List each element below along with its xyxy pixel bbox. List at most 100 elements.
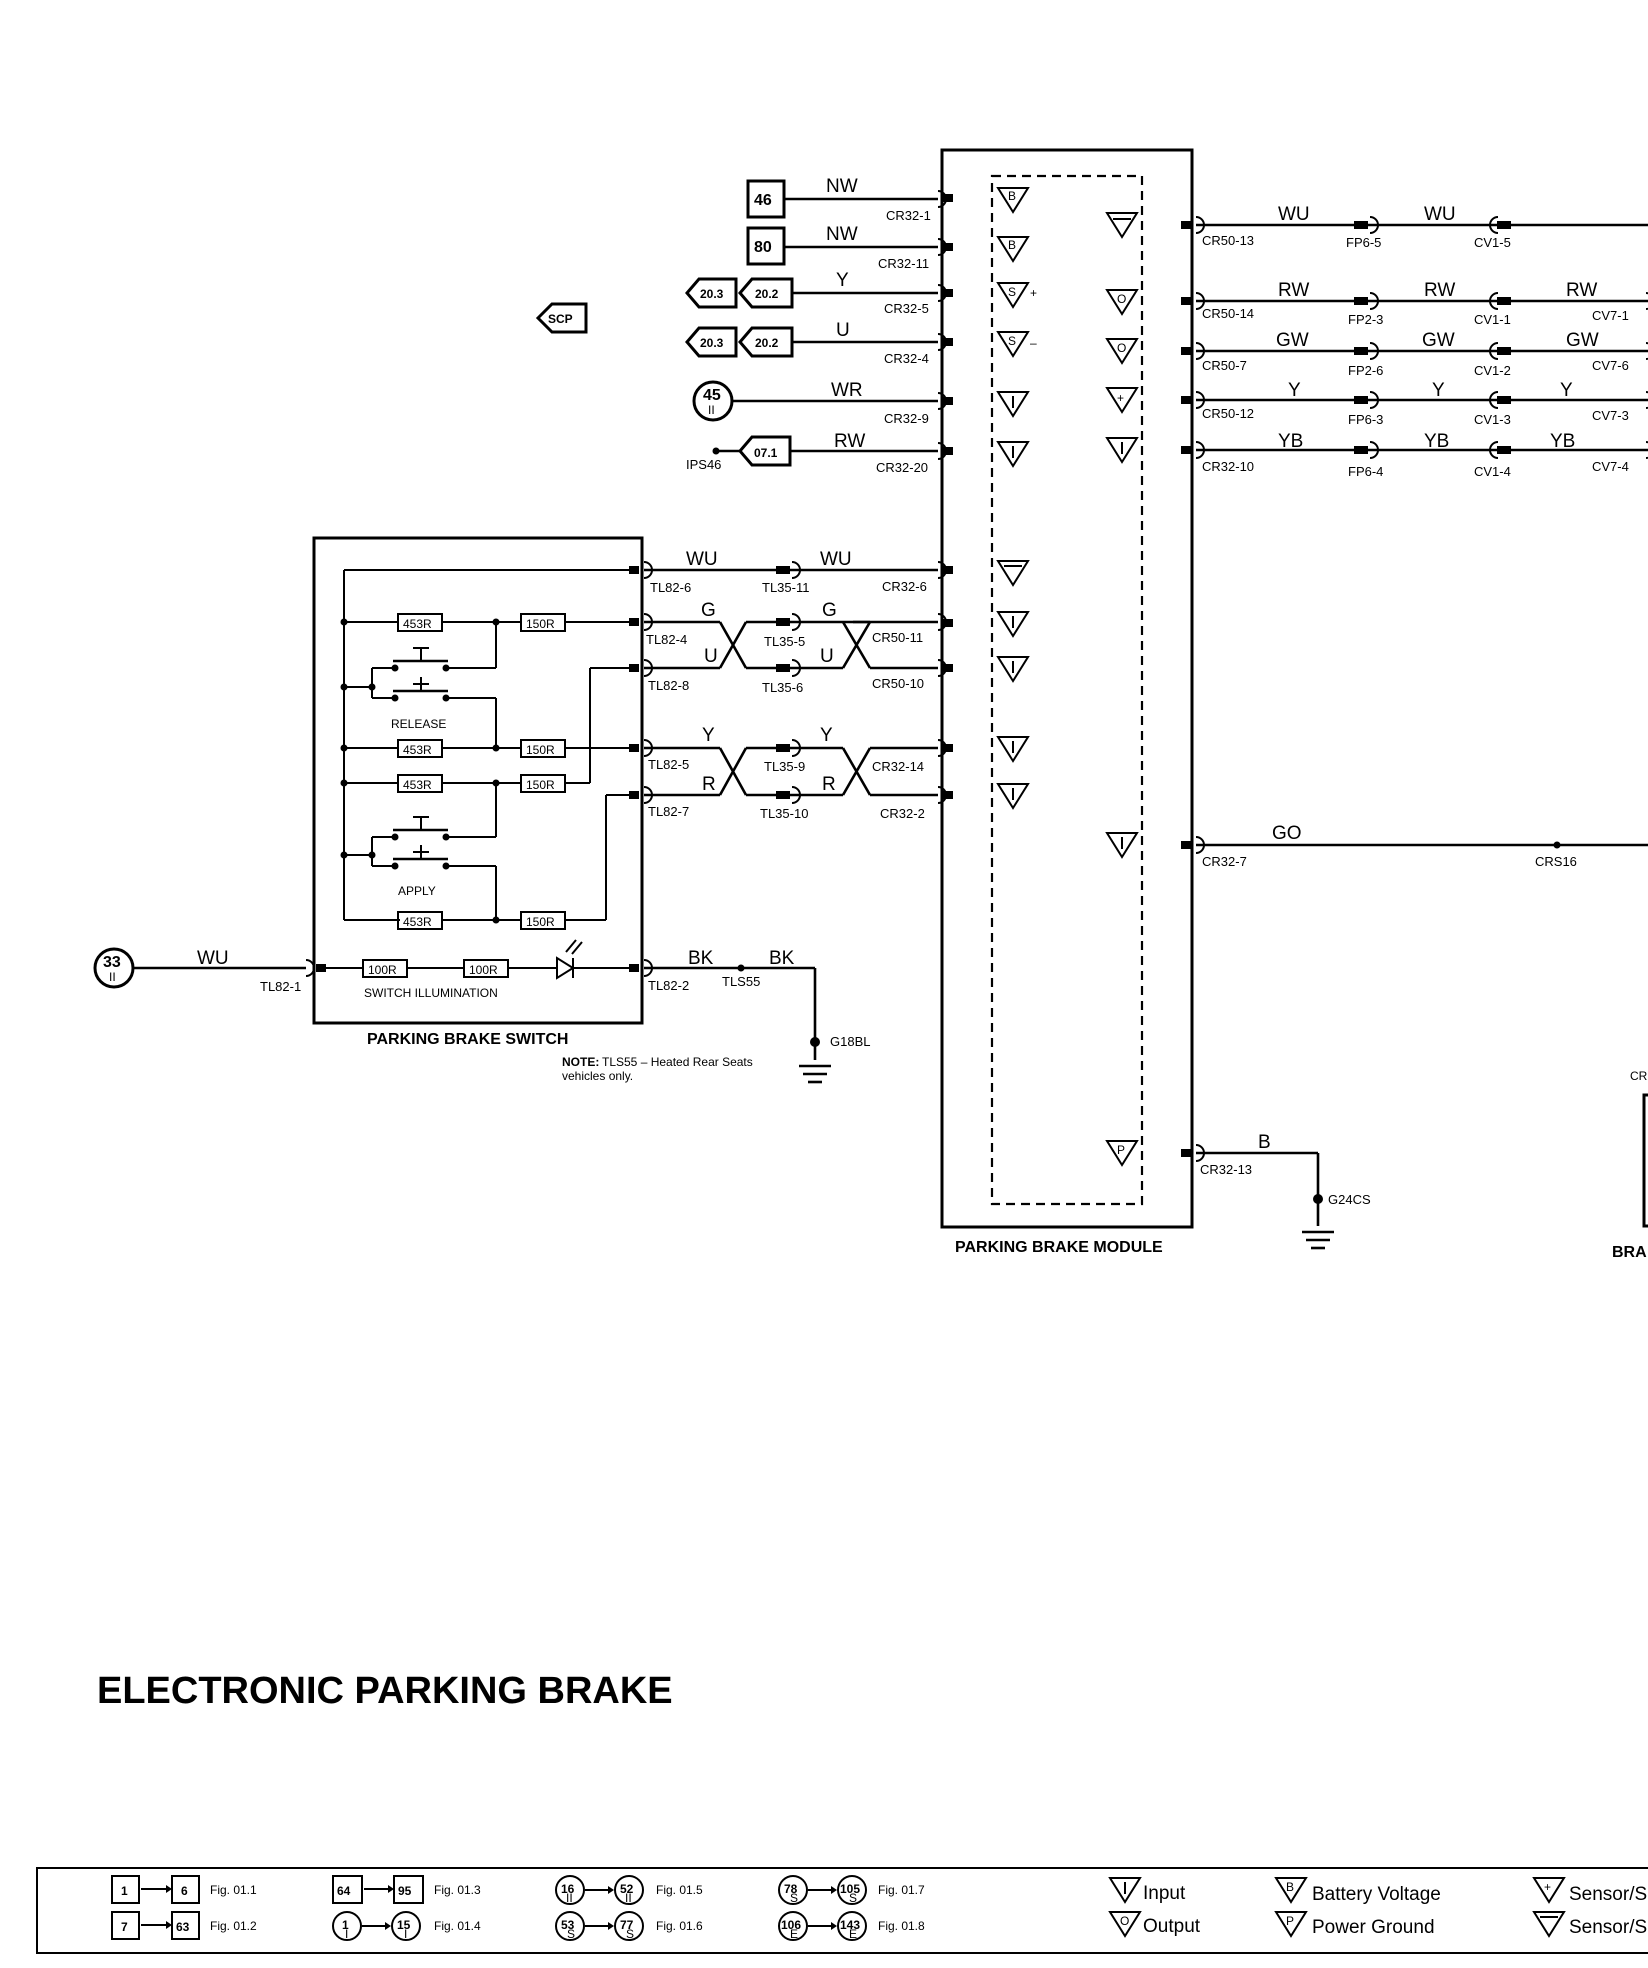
svg-text:453R: 453R — [403, 778, 432, 792]
svg-text:100R: 100R — [469, 963, 498, 977]
svg-text:7: 7 — [121, 1920, 128, 1934]
svg-text:TL82-2: TL82-2 — [648, 978, 689, 993]
svg-text:Y: Y — [1560, 380, 1573, 401]
svg-text:100R: 100R — [368, 963, 397, 977]
svg-text:33: 33 — [103, 954, 121, 971]
svg-text:TL35-6: TL35-6 — [762, 680, 803, 695]
svg-text:YB: YB — [1278, 431, 1303, 452]
svg-text:WU: WU — [820, 549, 852, 570]
svg-text:Y: Y — [820, 725, 833, 746]
svg-text:FP6-3: FP6-3 — [1348, 412, 1383, 427]
page-title: ELECTRONIC PARKING BRAKE — [97, 1670, 673, 1712]
svg-text:20.2: 20.2 — [755, 336, 779, 350]
svg-text:TL35-5: TL35-5 — [764, 634, 805, 649]
input-row-6: IPS46 07.1 RW CR32-20 — [686, 431, 947, 475]
svg-text:II: II — [109, 970, 116, 984]
svg-text:CR32-13: CR32-13 — [1200, 1162, 1252, 1177]
svg-text:BRA: BRA — [1612, 1244, 1647, 1261]
svg-text:CV1-2: CV1-2 — [1474, 363, 1511, 378]
output-row-5: YB YB YB CR32-10 FP6-4 CV1-4 CV7-4 — [1195, 431, 1648, 479]
module-right-pins — [1181, 221, 1191, 1157]
svg-text:CR32-9: CR32-9 — [884, 411, 929, 426]
svg-text:S: S — [849, 1891, 857, 1905]
svg-text:FP2-6: FP2-6 — [1348, 363, 1383, 378]
actuator-partial: CR BRA — [1612, 1069, 1648, 1261]
svg-text:NOTE:: NOTE: — [562, 1055, 599, 1069]
svg-text:R: R — [822, 774, 836, 795]
svg-text:CR32-5: CR32-5 — [884, 301, 929, 316]
svg-text:Y: Y — [836, 270, 849, 291]
note: NOTE: TLS55 – Heated Rear Seats vehicles… — [562, 1055, 753, 1083]
module-input-symbols: B B S + S – — [996, 187, 1037, 810]
svg-text:GW: GW — [1276, 330, 1309, 351]
module-left-pins — [943, 194, 953, 799]
output-row-2: RW RW RW CR50-14 FP2-3 CV1-1 CV7-1 — [1195, 280, 1648, 327]
switch-right-pins — [316, 566, 639, 972]
svg-text:O: O — [1120, 1914, 1129, 1928]
svg-text:150R: 150R — [526, 743, 555, 757]
svg-text:TL82-7: TL82-7 — [648, 804, 689, 819]
svg-text:20.3: 20.3 — [700, 287, 724, 301]
svg-text:Fig. 01.3: Fig. 01.3 — [434, 1883, 481, 1897]
svg-text:15: 15 — [397, 1918, 411, 1932]
svg-text:143: 143 — [840, 1918, 860, 1932]
svg-text:vehicles only.: vehicles only. — [562, 1069, 633, 1083]
svg-text:Fig. 01.2: Fig. 01.2 — [210, 1919, 257, 1933]
svg-text:GO: GO — [1272, 823, 1302, 844]
svg-text:P: P — [1286, 1914, 1294, 1928]
svg-text:II: II — [625, 1891, 632, 1905]
svg-text:WU: WU — [1278, 204, 1310, 225]
svg-text:GW: GW — [1566, 330, 1599, 351]
svg-text:105: 105 — [840, 1882, 860, 1896]
svg-text:TLS55 – Heated Rear Seats: TLS55 – Heated Rear Seats — [602, 1055, 753, 1069]
svg-text:WU: WU — [197, 948, 229, 969]
svg-text:+: + — [1117, 391, 1124, 405]
svg-text:II: II — [566, 1891, 573, 1905]
svg-text:CR50-14: CR50-14 — [1202, 306, 1254, 321]
svg-text:CV7-6: CV7-6 — [1592, 358, 1629, 373]
svg-text:U: U — [820, 646, 834, 667]
output-row-1: WU WU CR50-13 FP6-5 CV1-5 — [1195, 204, 1648, 250]
module-ground: B CR32-13 G24CS — [1195, 1132, 1371, 1250]
ref-46: 46 — [754, 192, 772, 209]
svg-text:CR32-20: CR32-20 — [876, 460, 928, 475]
svg-text:WU: WU — [1424, 204, 1456, 225]
ref-80: 80 — [754, 239, 772, 256]
svg-text:150R: 150R — [526, 617, 555, 631]
svg-text:Fig. 01.5: Fig. 01.5 — [656, 1883, 703, 1897]
svg-text:S: S — [567, 1927, 575, 1941]
svg-text:45: 45 — [703, 387, 721, 404]
svg-text:TL35-9: TL35-9 — [764, 759, 805, 774]
svg-text:FP2-3: FP2-3 — [1348, 312, 1383, 327]
svg-text:CV1-5: CV1-5 — [1474, 235, 1511, 250]
svg-text:RW: RW — [1566, 280, 1597, 301]
svg-text:GW: GW — [1422, 330, 1455, 351]
svg-text:CR50-13: CR50-13 — [1202, 233, 1254, 248]
svg-text:I: I — [404, 1927, 407, 1941]
svg-text:Sensor/S: Sensor/S — [1569, 1917, 1647, 1938]
svg-text:S: S — [790, 1891, 798, 1905]
svg-text:G24CS: G24CS — [1328, 1192, 1371, 1207]
svg-text:CR50-7: CR50-7 — [1202, 358, 1247, 373]
link-tl82-5: Y Y TL82-5 TL35-9 CR32-14 — [643, 725, 947, 796]
svg-text:Battery Voltage: Battery Voltage — [1312, 1884, 1441, 1905]
svg-text:106: 106 — [781, 1918, 801, 1932]
svg-text:63: 63 — [176, 1920, 190, 1934]
svg-text:WR: WR — [831, 380, 863, 401]
svg-text:150R: 150R — [526, 915, 555, 929]
svg-text:1: 1 — [342, 1918, 349, 1932]
module-label: PARKING BRAKE MODULE — [955, 1239, 1163, 1256]
svg-text:PARKING BRAKE SWITCH: PARKING BRAKE SWITCH — [367, 1031, 568, 1048]
svg-text:20.3: 20.3 — [700, 336, 724, 350]
svg-text:6: 6 — [181, 1884, 188, 1898]
link-tl82-7: R R TL82-7 TL35-10 CR32-2 — [643, 747, 947, 821]
svg-text:Fig. 01.1: Fig. 01.1 — [210, 1883, 257, 1897]
svg-text:CV7-1: CV7-1 — [1592, 308, 1629, 323]
svg-text:78: 78 — [784, 1882, 798, 1896]
svg-text:IPS46: IPS46 — [686, 457, 721, 472]
illumination-ground: BK BK TL82-2 TLS55 G18BL — [643, 948, 870, 1084]
svg-text:YB: YB — [1424, 431, 1449, 452]
svg-text:150R: 150R — [526, 778, 555, 792]
svg-text:RELEASE: RELEASE — [391, 717, 446, 731]
link-tl82-8: U U TL82-8 TL35-6 CR50-10 — [643, 621, 947, 695]
